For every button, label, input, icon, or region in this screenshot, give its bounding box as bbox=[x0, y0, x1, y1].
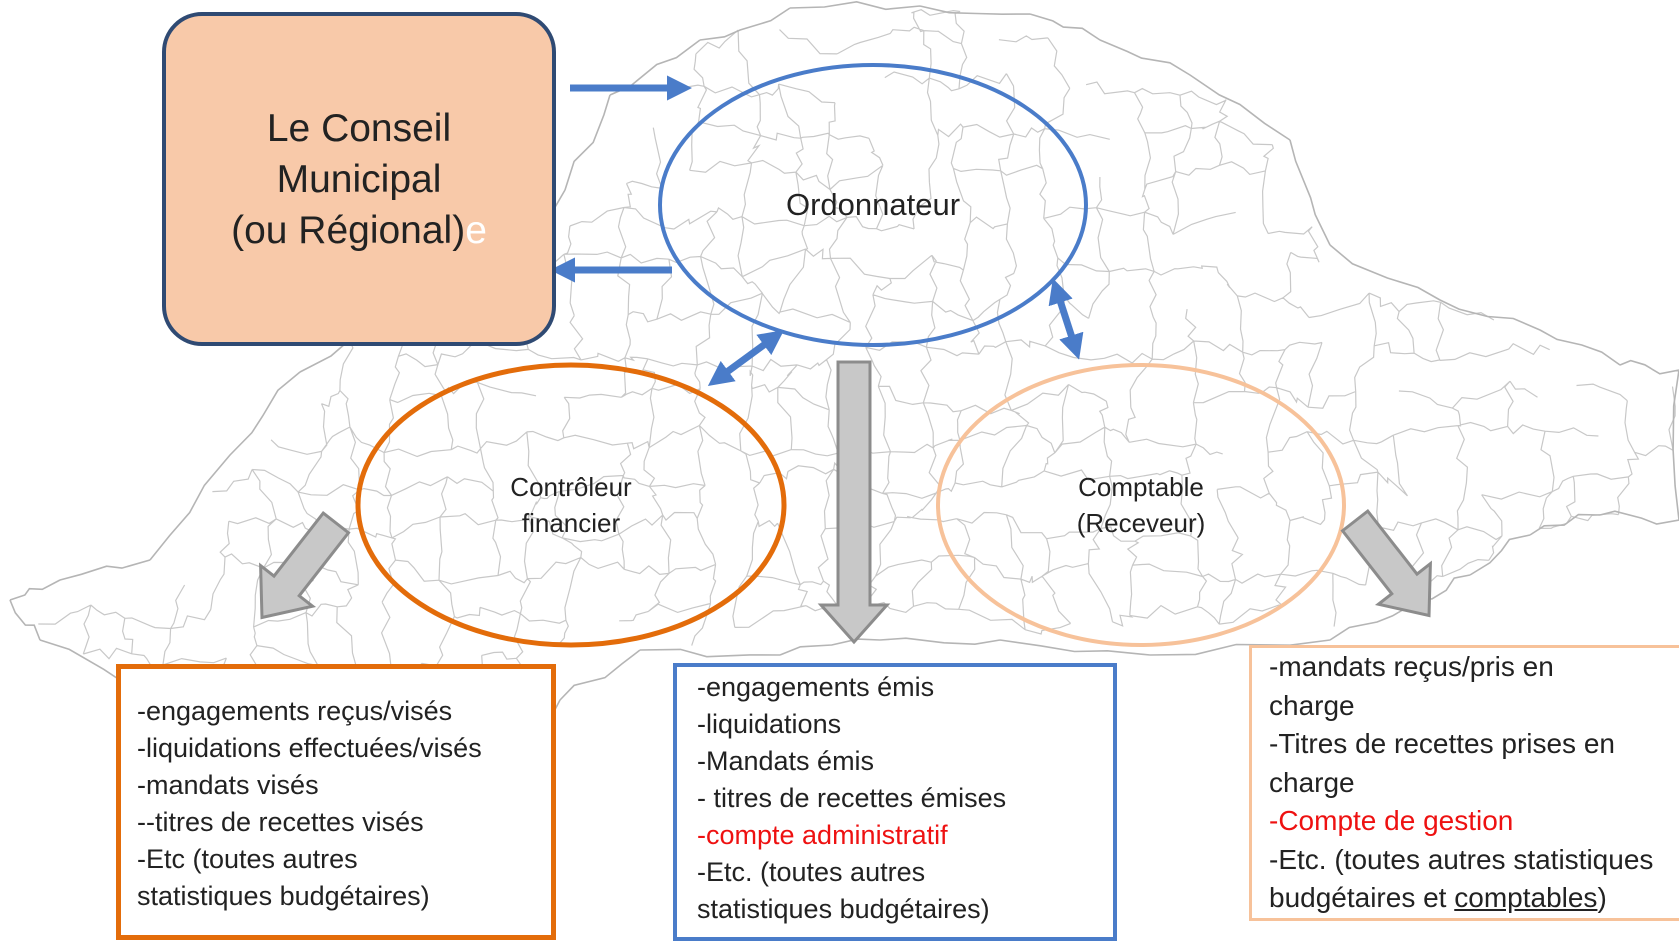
controleur-ellipse bbox=[355, 362, 787, 648]
comptable-line-1: Comptable bbox=[1078, 472, 1204, 502]
controleur-line-2: financier bbox=[521, 508, 621, 538]
list-item: -Titres de recettes prises en bbox=[1269, 728, 1615, 759]
list-item: -liquidations effectuées/visés bbox=[137, 733, 482, 763]
council-line-3: (ou Régional)e bbox=[231, 208, 487, 252]
comptable-line-2: (Receveur) bbox=[1076, 508, 1206, 538]
block-arrow-down-icon bbox=[817, 360, 891, 645]
list-item: - titres de recettes émises bbox=[697, 783, 1007, 813]
list-item: -Mandats émis bbox=[697, 746, 875, 776]
list-item: -mandats reçus/pris en bbox=[1269, 651, 1554, 682]
controleur-line-1: Contrôleur bbox=[510, 472, 632, 502]
list-item: -Etc. (toutes autres statistiques bbox=[1269, 843, 1654, 875]
list-item: -liquidations bbox=[697, 709, 842, 739]
controleur-label: Contrôleur financier bbox=[510, 469, 631, 541]
list-item: statistiques budgétaires) bbox=[697, 894, 990, 924]
comptable-outputs-box: -mandats reçus/pris en charge -Titres de… bbox=[1249, 645, 1679, 921]
comptable-ellipse bbox=[936, 363, 1346, 647]
controleur-outputs-box: -engagements reçus/visés -liquidations e… bbox=[116, 664, 556, 940]
ordonnateur-ellipse bbox=[658, 63, 1088, 347]
conseil-municipal-box: Le Conseil Municipal (ou Régional)e bbox=[162, 12, 556, 346]
double-arrow-icon bbox=[707, 330, 785, 386]
list-item: --titres de recettes visés bbox=[137, 807, 424, 837]
map-boundaries bbox=[38, 9, 1676, 786]
block-arrow-down-icon bbox=[259, 510, 351, 620]
list-item: charge bbox=[1269, 766, 1355, 798]
list-item: -mandats visés bbox=[137, 770, 319, 800]
council-ghost-letter: e bbox=[465, 208, 487, 252]
list-item: budgétaires et comptables) bbox=[1269, 882, 1607, 913]
ordonnateur-outputs-box: -engagements émis -liquidations -Mandats… bbox=[673, 663, 1117, 941]
list-item: -engagements reçus/visés bbox=[137, 696, 453, 726]
council-line-1: Le Conseil bbox=[266, 106, 452, 150]
list-item: statistiques budgétaires) bbox=[137, 881, 430, 911]
list-item: -Etc. (toutes autres bbox=[697, 857, 926, 887]
council-line-2: Municipal bbox=[276, 157, 442, 201]
block-arrow-down-icon bbox=[1340, 508, 1432, 618]
underlined-word: comptables bbox=[1454, 882, 1598, 913]
double-arrow-icon bbox=[1048, 278, 1084, 360]
list-item: charge bbox=[1269, 689, 1355, 721]
list-item-highlight: -Compte de gestion bbox=[1269, 805, 1514, 836]
list-item: -engagements émis bbox=[697, 672, 935, 702]
list-item: -Etc (toutes autres bbox=[137, 844, 358, 874]
list-item-highlight: -compte administratif bbox=[697, 820, 948, 850]
comptable-label: Comptable (Receveur) bbox=[1077, 469, 1206, 541]
ordonnateur-label: Ordonnateur bbox=[785, 187, 961, 222]
